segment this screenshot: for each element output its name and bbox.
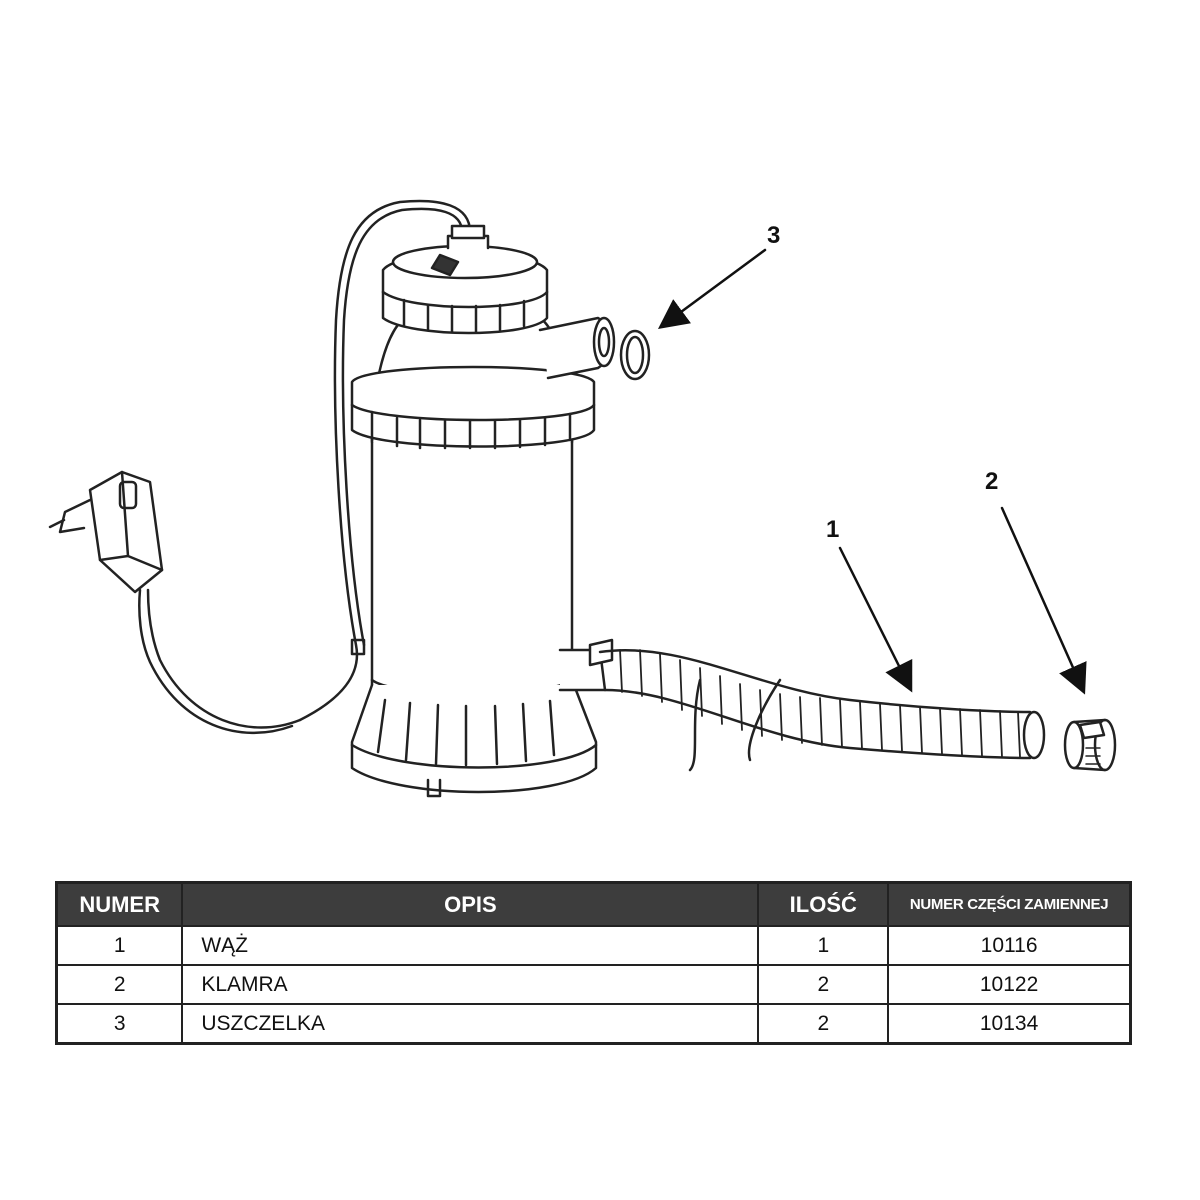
- callout-arrows: [657, 248, 1087, 695]
- callout-label-3: 3: [767, 222, 781, 249]
- header-ilosc: ILOŚĆ: [757, 881, 890, 927]
- clamp-part-2: [1063, 718, 1117, 772]
- hose-part-1: [598, 648, 1046, 772]
- power-cable: [138, 199, 472, 735]
- row-part-number: 10134: [887, 1003, 1132, 1045]
- row-ilosc: 2: [757, 964, 890, 1005]
- header-opis: OPIS: [181, 881, 760, 927]
- callout-label-2: 2: [985, 468, 999, 495]
- table-row: 3 USZCZELKA 2 10134: [55, 1003, 1132, 1045]
- parts-table: NUMER OPIS ILOŚĆ NUMER CZĘŚCI ZAMIENNEJ …: [55, 881, 1132, 1045]
- table-row: 1 WĄŻ 1 10116: [55, 925, 1132, 966]
- row-numer: 3: [55, 1003, 184, 1045]
- plug-rcd: [48, 470, 164, 594]
- callout-label-1: 1: [826, 516, 840, 543]
- table-row: 2 KLAMRA 2 10122: [55, 964, 1132, 1005]
- header-part-number: NUMER CZĘŚCI ZAMIENNEJ: [887, 881, 1132, 927]
- row-numer: 1: [55, 925, 184, 966]
- row-opis: USZCZELKA: [181, 1003, 760, 1045]
- row-part-number: 10116: [887, 925, 1132, 966]
- table-header-row: NUMER OPIS ILOŚĆ NUMER CZĘŚCI ZAMIENNEJ: [55, 881, 1132, 927]
- row-ilosc: 2: [757, 1003, 890, 1045]
- row-ilosc: 1: [757, 925, 890, 966]
- row-opis: WĄŻ: [181, 925, 760, 966]
- heater-body: [350, 224, 616, 798]
- header-numer: NUMER: [55, 881, 184, 927]
- row-part-number: 10122: [887, 964, 1132, 1005]
- seal-part-3: [619, 329, 651, 381]
- heater-exploded-diagram: [48, 199, 1117, 798]
- row-opis: KLAMRA: [181, 964, 760, 1005]
- row-numer: 2: [55, 964, 184, 1005]
